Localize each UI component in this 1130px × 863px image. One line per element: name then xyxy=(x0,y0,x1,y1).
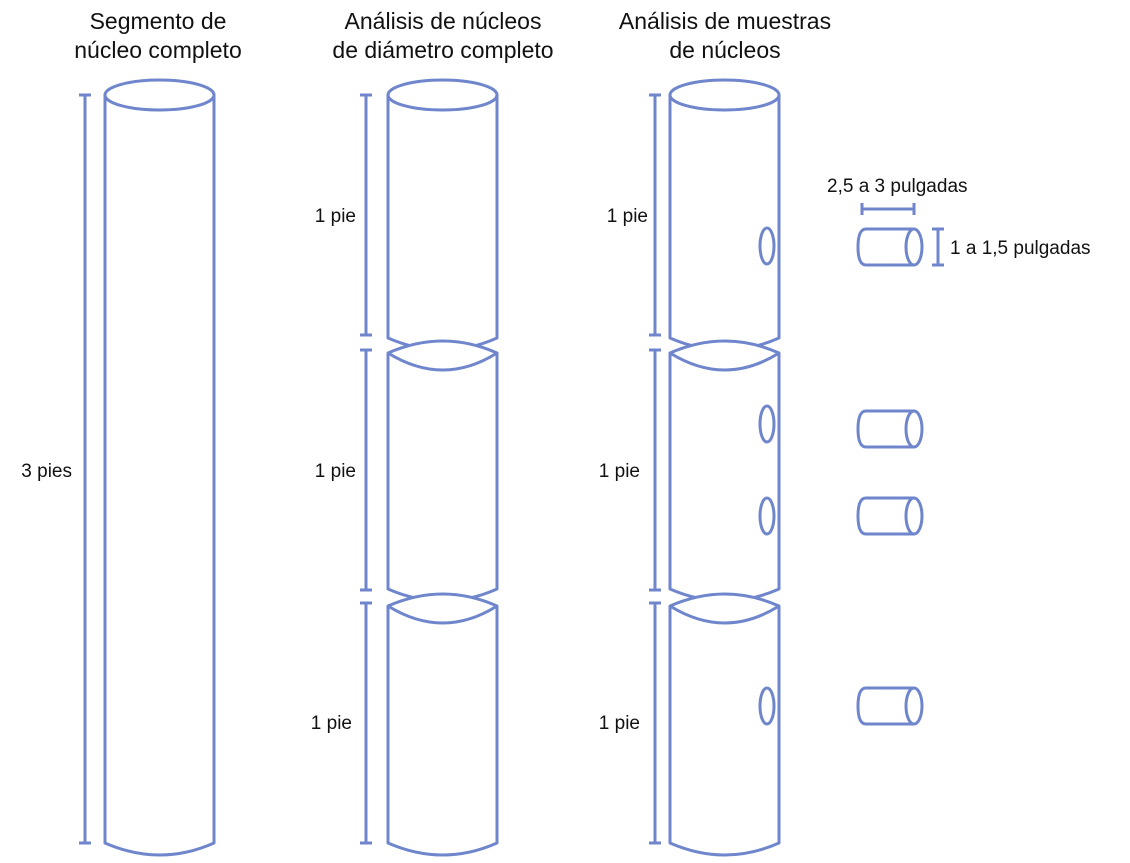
segment-1-top xyxy=(386,78,499,112)
plug-hole xyxy=(758,226,776,266)
core-plug-body xyxy=(856,496,916,536)
segment-2-body xyxy=(386,339,499,603)
plug-segment-2-length-label: 1 pie xyxy=(599,461,640,482)
plug-hole xyxy=(758,686,776,726)
segment-3-length-label: 1 pie xyxy=(311,713,352,734)
segment-1-body xyxy=(386,93,499,352)
segment-2-body xyxy=(668,339,781,603)
plug-segment-3-length-label: 1 pie xyxy=(599,713,640,734)
plug-analysis-dimensions xyxy=(649,93,661,845)
core-plug-end xyxy=(904,686,924,726)
plug-segment-1-length-label: 1 pie xyxy=(607,206,648,227)
plug-hole xyxy=(758,496,776,536)
core-plug xyxy=(856,496,924,536)
segment-2-length-label: 1 pie xyxy=(315,461,356,482)
segment-1-body xyxy=(668,93,781,352)
full-core-top xyxy=(103,78,216,112)
full-core-dimension xyxy=(79,93,91,845)
full-diameter-segment-3 xyxy=(386,592,499,857)
full-diameter-segment-2 xyxy=(386,339,499,603)
segment-3-top-rim xyxy=(387,604,498,625)
title-full-diameter-line-1: Análisis de núcleos xyxy=(345,8,542,34)
core-plug xyxy=(856,227,924,267)
core-plug-body xyxy=(856,227,916,267)
segment-1-length-label: 1 pie xyxy=(315,206,356,227)
plug-length-dimension xyxy=(860,203,916,215)
title-full-core-line-2: núcleo completo xyxy=(74,37,242,63)
title-full-diameter-line-2: de diámetro completo xyxy=(332,37,553,63)
full-diameter-dimensions xyxy=(360,93,372,845)
plug-analysis-segment-2 xyxy=(668,339,781,603)
core-plug-end xyxy=(904,409,924,449)
segment-2-top-rim xyxy=(387,351,498,372)
core-plug-body xyxy=(856,409,916,449)
core-plug-end xyxy=(904,496,924,536)
plug-diameter-label: 1 a 1,5 pulgadas xyxy=(950,238,1091,259)
segment-2-top-rim xyxy=(669,351,780,372)
plug-hole xyxy=(758,404,776,444)
full-core-body xyxy=(103,93,216,857)
plug-analysis-segment-1 xyxy=(668,78,781,352)
segment-3-body xyxy=(668,592,781,857)
plug-diameter-dimension xyxy=(932,227,944,267)
title-full-core-line-1: Segmento de xyxy=(90,8,227,34)
plug-analysis-segment-3 xyxy=(668,592,781,857)
core-plug xyxy=(856,409,924,449)
segment-1-top xyxy=(668,78,781,112)
title-full-diameter: Análisis de núcleos de diámetro completo xyxy=(332,8,553,63)
full-core-length-label: 3 pies xyxy=(21,461,72,482)
core-plug xyxy=(856,686,924,726)
segment-3-top-rim xyxy=(669,604,780,625)
full-diameter-segment-1 xyxy=(386,78,499,352)
full-core-cylinder xyxy=(103,78,216,857)
core-plug-body xyxy=(856,686,916,726)
plug-length-label: 2,5 a 3 pulgadas xyxy=(827,176,968,197)
core-plug-end xyxy=(904,227,924,267)
segment-3-body xyxy=(386,592,499,857)
title-plug-analysis-line-2: de núcleos xyxy=(669,37,780,63)
title-plug-analysis: Análisis de muestras de núcleos xyxy=(619,8,831,63)
title-full-core: Segmento de núcleo completo xyxy=(74,8,242,63)
title-plug-analysis-line-1: Análisis de muestras xyxy=(619,8,831,34)
